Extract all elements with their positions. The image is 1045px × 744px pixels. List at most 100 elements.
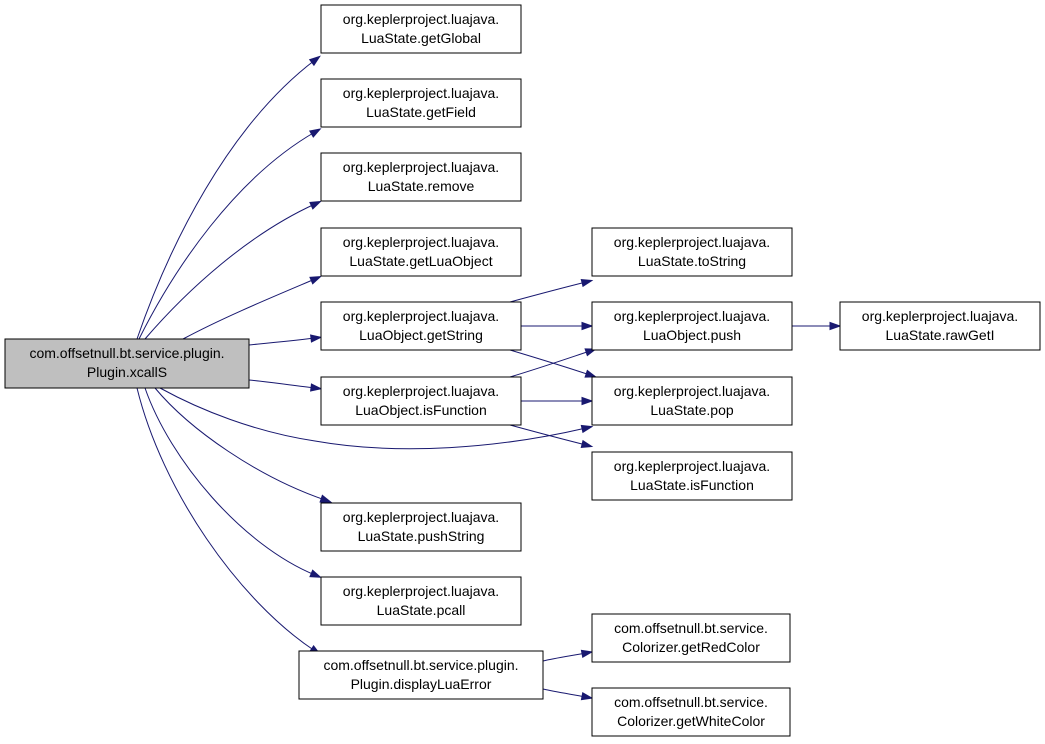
arrowhead bbox=[309, 276, 322, 285]
node-pcall[interactable]: org.keplerproject.luajava. LuaState.pcall bbox=[320, 576, 522, 626]
node-label-line2: LuaState.getLuaObject bbox=[349, 253, 492, 269]
edges-layer bbox=[136, 55, 842, 701]
arrowhead bbox=[309, 200, 322, 210]
node-label-line2: LuaObject.getString bbox=[359, 327, 483, 343]
edge-line bbox=[159, 387, 587, 450]
node-label-line1: com.offsetnull.bt.service. bbox=[614, 694, 768, 710]
node-push[interactable]: org.keplerproject.luajava.LuaObject.push bbox=[591, 301, 793, 351]
edge-line bbox=[136, 387, 316, 652]
node-pushString[interactable]: org.keplerproject.luajava. LuaState.pushS… bbox=[320, 502, 522, 552]
node-label-line1: com.offsetnull.bt.service.plugin. bbox=[29, 345, 224, 361]
node-box bbox=[591, 376, 793, 426]
node-box bbox=[839, 301, 1041, 351]
node-stateIsFunction[interactable]: org.keplerproject.luajava.LuaState.isFun… bbox=[591, 451, 793, 501]
node-getString[interactable]: org.keplerproject.luajava.LuaObject.getS… bbox=[320, 301, 522, 351]
arrowhead bbox=[310, 334, 323, 343]
node-getWhiteColor[interactable]: com.offsetnull.bt.service. Colorizer.getW… bbox=[591, 687, 791, 737]
node-label-line1: org.keplerproject.luajava. bbox=[614, 458, 770, 474]
edge-line bbox=[144, 387, 316, 576]
arrowhead bbox=[580, 692, 594, 701]
node-displayLuaError[interactable]: com.offsetnull.bt.service.plugin.Plugin.… bbox=[298, 650, 544, 700]
node-box bbox=[320, 152, 522, 202]
node-pop[interactable]: org.keplerproject.luajava. LuaState.pop bbox=[591, 376, 793, 426]
edge-line bbox=[248, 337, 316, 346]
node-toString[interactable]: org.keplerproject.luajava.LuaState.toStr… bbox=[591, 227, 793, 277]
edge-xcallS-to-getField bbox=[138, 128, 322, 340]
node-label-line1: org.keplerproject.luajava. bbox=[343, 234, 499, 250]
node-objIsFunction[interactable]: org.keplerproject.luajava. LuaObject.isFu… bbox=[320, 376, 522, 426]
arrowhead bbox=[584, 369, 598, 378]
edge-objIsFunction-to-pop bbox=[521, 396, 594, 406]
edge-line bbox=[509, 350, 591, 378]
edge-line bbox=[182, 278, 316, 340]
arrowhead bbox=[580, 439, 594, 448]
node-label-line2: LuaState.rawGetI bbox=[886, 327, 995, 343]
edge-line bbox=[136, 59, 316, 340]
edge-line bbox=[248, 379, 316, 389]
node-label-line1: com.offsetnull.bt.service. bbox=[614, 620, 768, 636]
node-label-line2: Plugin.xcallS bbox=[87, 364, 167, 380]
node-box bbox=[298, 650, 544, 700]
edge-xcallS-to-objIsFunction bbox=[248, 379, 323, 392]
node-getField[interactable]: org.keplerproject.luajava.LuaState.getFi… bbox=[320, 78, 522, 128]
edge-line bbox=[138, 131, 316, 340]
node-box bbox=[320, 78, 522, 128]
node-remove[interactable]: org.keplerproject.luajava.LuaState.remov… bbox=[320, 152, 522, 202]
node-label-line1: org.keplerproject.luajava. bbox=[614, 383, 770, 399]
edge-line bbox=[509, 281, 587, 303]
arrowhead bbox=[829, 321, 842, 331]
node-label-line2: LuaState.getGlobal bbox=[361, 30, 481, 46]
arrowhead bbox=[310, 383, 323, 392]
node-getRedColor[interactable]: com.offsetnull.bt.service. Colorizer.getR… bbox=[591, 613, 791, 663]
edge-line bbox=[542, 688, 587, 698]
edge-xcallS-to-displayLuaError bbox=[136, 387, 322, 656]
node-label-line1: org.keplerproject.luajava. bbox=[862, 308, 1018, 324]
edge-line bbox=[509, 424, 587, 446]
node-label-line2: LuaState.pop bbox=[650, 402, 734, 418]
node-xcallS[interactable]: com.offsetnull.bt.service.plugin. Plugin.… bbox=[4, 338, 250, 389]
node-label-line2: Colorizer.getRedColor bbox=[622, 639, 760, 655]
edge-line bbox=[542, 652, 587, 662]
edge-xcallS-to-getGlobal bbox=[136, 55, 321, 340]
node-label-line1: org.keplerproject.luajava. bbox=[343, 383, 499, 399]
node-box bbox=[4, 338, 250, 389]
node-box bbox=[591, 451, 793, 501]
node-getLuaObject[interactable]: org.keplerproject.luajava. LuaState.getLu… bbox=[320, 227, 522, 277]
arrowhead bbox=[580, 424, 594, 434]
node-label-line1: org.keplerproject.luajava. bbox=[343, 509, 499, 525]
arrowhead bbox=[580, 279, 594, 288]
node-box bbox=[320, 376, 522, 426]
node-label-line2: LuaState.pcall bbox=[377, 602, 466, 618]
node-label-line2: Colorizer.getWhiteColor bbox=[617, 713, 765, 729]
node-box bbox=[320, 576, 522, 626]
node-box bbox=[320, 4, 522, 54]
node-box bbox=[591, 301, 793, 351]
edge-xcallS-to-pcall bbox=[144, 387, 322, 578]
arrowhead bbox=[581, 321, 594, 331]
node-box bbox=[591, 613, 791, 663]
edge-xcallS-to-pop bbox=[159, 387, 594, 450]
edge-xcallS-to-getString bbox=[248, 334, 323, 346]
node-label-line1: org.keplerproject.luajava. bbox=[343, 583, 499, 599]
edge-getString-to-pop bbox=[509, 349, 598, 378]
node-box bbox=[320, 502, 522, 552]
node-label-line1: org.keplerproject.luajava. bbox=[614, 308, 770, 324]
nodes-layer: com.offsetnull.bt.service.plugin. Plugin.… bbox=[4, 4, 1041, 737]
arrowhead bbox=[308, 55, 321, 67]
node-rawGetI[interactable]: org.keplerproject.luajava. LuaState.rawGe… bbox=[839, 301, 1041, 351]
arrowhead bbox=[584, 348, 598, 357]
node-label-line1: org.keplerproject.luajava. bbox=[343, 159, 499, 175]
node-getGlobal[interactable]: org.keplerproject.luajava.LuaState.getGl… bbox=[320, 4, 522, 54]
arrowhead bbox=[581, 396, 594, 406]
node-label-line2: LuaState.getField bbox=[366, 104, 476, 120]
edge-xcallS-to-remove bbox=[144, 200, 322, 340]
arrowhead bbox=[309, 569, 322, 578]
node-label-line2: LuaObject.isFunction bbox=[355, 402, 487, 418]
node-box bbox=[591, 227, 793, 277]
edge-getString-to-toString bbox=[509, 279, 594, 303]
node-label-line2: Plugin.displayLuaError bbox=[351, 676, 492, 692]
arrowhead bbox=[580, 649, 594, 658]
edge-line bbox=[154, 387, 326, 501]
node-label-line2: LuaState.pushString bbox=[358, 528, 485, 544]
